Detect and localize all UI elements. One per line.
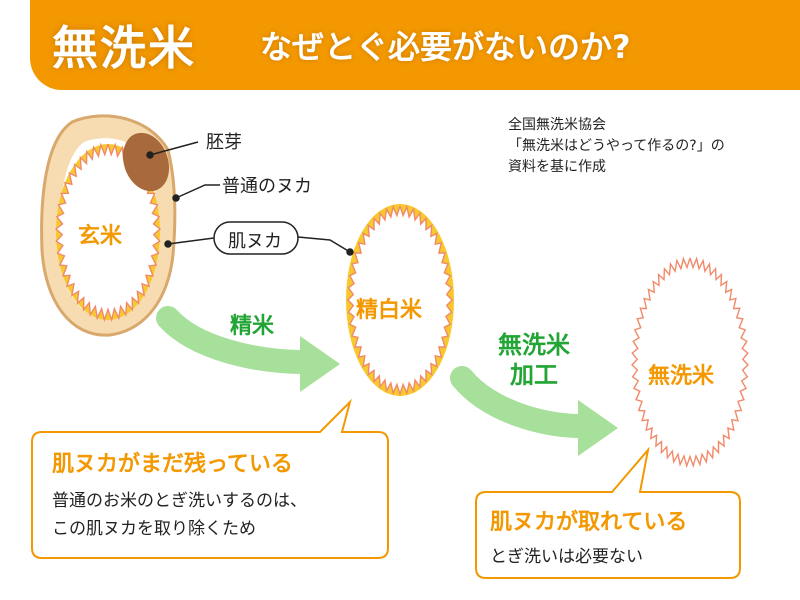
- header-background: [30, 0, 800, 90]
- germ-label: 胚芽: [206, 132, 242, 153]
- germ-shape: [122, 132, 170, 192]
- source-line-3: 資料を基に作成: [508, 159, 606, 175]
- process-label-line-1: 無洗米: [498, 331, 570, 359]
- polishing-arrow-body: [156, 306, 317, 374]
- page-title: 無洗米: [52, 21, 196, 75]
- right-callout-body: とぎ洗いは必要ない: [490, 547, 643, 567]
- brown-rice-grain: [40, 114, 177, 337]
- zigzag-edge: [347, 204, 453, 397]
- white-rice-grain: [340, 199, 458, 397]
- header-banner: 無洗米 なぜとぐ必要がないのか?: [0, 0, 800, 90]
- process-arrow-body: [450, 366, 592, 438]
- process-label-line-2: 加工: [510, 361, 558, 389]
- skin-bran-label: 肌ヌカ: [228, 231, 282, 252]
- source-note: 全国無洗米協会 「無洗米はどうやって作るの?」の 資料を基に作成: [508, 115, 725, 178]
- page-subtitle: なぜとぐ必要がないのか?: [260, 28, 631, 66]
- source-line-2: 「無洗米はどうやって作るの?」の: [508, 138, 725, 154]
- left-callout-body-1: 普通のお米のとぎ洗いするのは、: [52, 491, 307, 511]
- musenmai-label: 無洗米: [648, 364, 715, 389]
- polishing-label: 精米: [230, 314, 275, 339]
- source-line-1: 全国無洗米協会: [508, 117, 606, 133]
- process-arrowhead: [578, 400, 618, 456]
- left-callout-title: 肌ヌカがまだ残っている: [52, 452, 293, 477]
- pointer-lines: [146, 141, 354, 256]
- left-callout-body-2: この肌ヌカを取り除くため: [52, 519, 256, 539]
- white-rice-label: 精白米: [356, 298, 423, 323]
- skin-bran-pill: [213, 221, 299, 255]
- normal-bran-label: 普通のヌカ: [222, 176, 312, 197]
- process-label: 無洗米 加工: [498, 330, 570, 390]
- right-callout-box: [475, 446, 741, 579]
- zigzag-edge: [54, 142, 162, 323]
- brown-rice-label: 玄米: [78, 224, 123, 249]
- musenmai-grain: [631, 256, 749, 469]
- zigzag-edge: [631, 256, 749, 469]
- polishing-arrowhead: [300, 336, 340, 392]
- left-callout-box: [31, 398, 389, 559]
- right-callout-title: 肌ヌカが取れている: [490, 510, 688, 535]
